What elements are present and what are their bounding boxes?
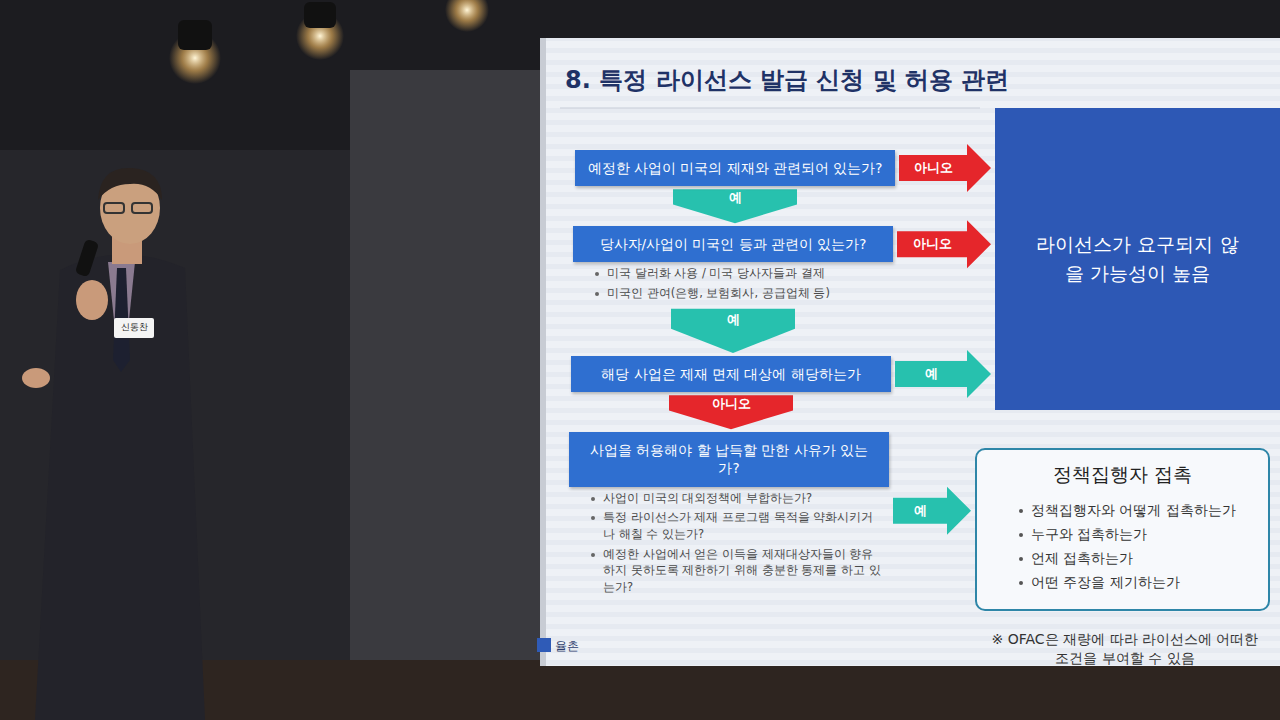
result-box: 라이선스가 요구되지 않을 가능성이 높음 [995, 108, 1280, 410]
contact-box: 정책집행자 접촉정책집행자와 어떻게 접촉하는가누구와 접촉하는가언제 접촉하는… [975, 448, 1270, 611]
contact-row: 언제 접촉하는가 [995, 548, 1250, 569]
contact-text: 언제 접촉하는가 [1031, 548, 1133, 569]
question-group: 해당 사업은 제재 면제 대상에 해당하는가 [571, 356, 891, 392]
bullet-text: 미국 달러화 사용 / 미국 당사자들과 결제 [607, 265, 825, 282]
bullet-dot [595, 272, 599, 276]
bullet-row: 특정 라이선스가 제재 프로그램 목적을 약화시키거나 해칠 수 있는가? [569, 509, 889, 542]
block-arrow [897, 220, 991, 268]
bullet-dot [1019, 509, 1023, 513]
stage-light [445, 0, 489, 32]
edge-label: 예 [921, 366, 942, 382]
bullet-row: 미국 달러화 사용 / 미국 당사자들과 결제 [573, 265, 893, 282]
bullet-text: 미국인 관여(은행, 보험회사, 공급업체 등) [607, 285, 830, 302]
contact-heading: 정책집행자 접촉 [995, 462, 1250, 488]
name-tag: 신동찬 [114, 321, 154, 333]
question-bar: 예정한 사업이 미국의 제재와 관련되어 있는가? [575, 150, 895, 186]
block-arrow [895, 350, 991, 398]
edge-label: 예 [723, 312, 744, 328]
bullet-dot [1019, 557, 1023, 561]
question-text: 당사자/사업이 미국인 등과 관련이 있는가? [600, 236, 867, 252]
question-bar: 사업을 허용해야 할 납득할 만한 사유가 있는가? [569, 432, 889, 486]
contact-row: 누구와 접촉하는가 [995, 524, 1250, 545]
bullet-dot [591, 516, 595, 520]
contact-text: 누구와 접촉하는가 [1031, 524, 1147, 545]
block-arrow [673, 189, 797, 223]
lamp-body [304, 2, 336, 28]
contact-row: 어떤 주장을 제기하는가 [995, 572, 1250, 593]
bullet-row: 예정한 사업에서 얻은 이득을 제재대상자들이 향유하지 못하도록 제한하기 위… [569, 546, 889, 596]
result-text: 라이선스가 요구되지 않을 가능성이 높음 [1035, 230, 1240, 289]
block-arrow [899, 144, 991, 192]
question-group: 당사자/사업이 미국인 등과 관련이 있는가? 미국 달러화 사용 / 미국 당사… [573, 226, 893, 306]
wall [350, 70, 550, 690]
bullet-dot [595, 292, 599, 296]
curtain [0, 150, 360, 720]
edge-label: 아니오 [909, 236, 956, 252]
bullet-text: 사업이 미국의 대외정책에 부합하는가? [603, 490, 812, 507]
bullet-dot [1019, 533, 1023, 537]
edge-label: 아니오 [910, 160, 957, 176]
bullet-text: 예정한 사업에서 얻은 이득을 제재대상자들이 향유하지 못하도록 제한하기 위… [603, 546, 883, 596]
question-bar: 당사자/사업이 미국인 등과 관련이 있는가? [573, 226, 893, 262]
edge-label: 예 [910, 503, 931, 519]
bullet-text: 특정 라이선스가 제재 프로그램 목적을 약화시키거나 해칠 수 있는가? [603, 509, 883, 542]
footnote: ※ OFAC은 재량에 따라 라이선스에 어떠한 조건을 부여할 수 있음 [985, 630, 1265, 668]
bullet-row: 미국인 관여(은행, 보험회사, 공급업체 등) [573, 285, 893, 302]
contact-text: 어떤 주장을 제기하는가 [1031, 572, 1180, 593]
lamp-body [178, 20, 212, 50]
question-text: 예정한 사업이 미국의 제재와 관련되어 있는가? [588, 160, 883, 176]
logo-text: 율촌 [555, 638, 615, 654]
slide [540, 38, 1280, 666]
question-group: 사업을 허용해야 할 납득할 만한 사유가 있는가? 사업이 미국의 대외정책에 … [569, 432, 889, 599]
contact-text: 정책집행자와 어떻게 접촉하는가 [1031, 500, 1236, 521]
question-group: 예정한 사업이 미국의 제재와 관련되어 있는가? [575, 150, 895, 186]
block-arrow [671, 309, 795, 353]
title-rule [560, 108, 980, 109]
edge-label: 아니오 [708, 396, 755, 412]
bullet-dot [591, 497, 595, 501]
slide-title: 8. 특정 라이선스 발급 신청 및 허용 관련 [565, 64, 1009, 96]
block-arrow [669, 395, 793, 429]
bullet-dot [1019, 581, 1023, 585]
bullet-row: 사업이 미국의 대외정책에 부합하는가? [569, 490, 889, 507]
edge-label: 예 [725, 190, 746, 206]
logo-mark [537, 638, 551, 652]
speaker [22, 168, 205, 720]
block-arrow [893, 487, 971, 535]
question-text: 사업을 허용해야 할 납득할 만한 사유가 있는가? [590, 442, 868, 476]
question-bar: 해당 사업은 제재 면제 대상에 해당하는가 [571, 356, 891, 392]
bullet-dot [591, 553, 595, 557]
slide-edge [540, 38, 546, 666]
question-text: 해당 사업은 제재 면제 대상에 해당하는가 [601, 366, 860, 382]
contact-row: 정책집행자와 어떻게 접촉하는가 [995, 500, 1250, 521]
